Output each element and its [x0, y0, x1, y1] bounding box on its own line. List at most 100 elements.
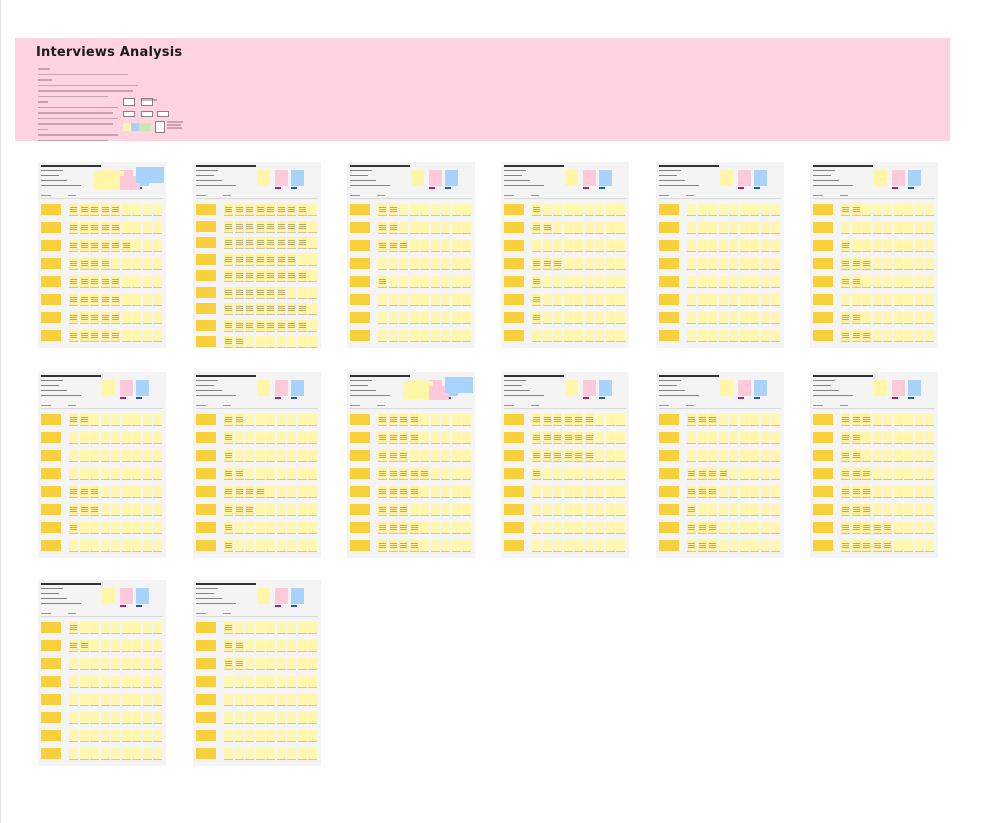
answer-sticky[interactable]: [287, 253, 296, 265]
answer-sticky[interactable]: [255, 640, 265, 651]
answer-sticky[interactable]: [687, 222, 696, 233]
interview-board[interactable]: [38, 162, 166, 348]
answer-sticky[interactable]: [532, 450, 541, 461]
question-sticky[interactable]: [196, 468, 216, 479]
answer-sticky[interactable]: [121, 730, 131, 741]
answer-sticky[interactable]: [308, 694, 317, 705]
answer-sticky[interactable]: [595, 222, 604, 233]
answer-sticky[interactable]: [542, 312, 552, 323]
answer-sticky[interactable]: [255, 730, 265, 741]
answer-sticky[interactable]: [718, 330, 728, 341]
answer-sticky[interactable]: [409, 522, 419, 533]
answer-sticky[interactable]: [893, 330, 903, 341]
answer-sticky[interactable]: [760, 504, 770, 515]
answer-sticky[interactable]: [760, 294, 770, 305]
question-sticky[interactable]: [504, 540, 524, 551]
answer-sticky[interactable]: [266, 486, 275, 497]
answer-sticky[interactable]: [925, 504, 934, 515]
answer-sticky[interactable]: [914, 294, 924, 305]
answer-sticky[interactable]: [563, 330, 573, 341]
answer-sticky[interactable]: [100, 522, 110, 533]
answer-sticky[interactable]: [441, 468, 450, 479]
answer-sticky[interactable]: [420, 522, 429, 533]
answer-sticky[interactable]: [388, 450, 398, 461]
answer-sticky[interactable]: [687, 486, 696, 497]
answer-sticky[interactable]: [430, 414, 440, 425]
answer-sticky[interactable]: [441, 312, 450, 323]
answer-sticky[interactable]: [79, 540, 89, 551]
answer-sticky[interactable]: [245, 319, 254, 331]
question-sticky[interactable]: [41, 522, 61, 533]
answer-sticky[interactable]: [308, 270, 317, 281]
answer-sticky[interactable]: [100, 676, 110, 687]
answer-sticky[interactable]: [914, 504, 924, 515]
answer-sticky[interactable]: [255, 676, 265, 687]
question-sticky[interactable]: [196, 220, 216, 232]
answer-sticky[interactable]: [90, 414, 99, 425]
answer-sticky[interactable]: [616, 276, 625, 287]
note-sticky[interactable]: [94, 171, 124, 189]
answer-sticky[interactable]: [872, 540, 882, 551]
answer-sticky[interactable]: [132, 676, 141, 687]
answer-sticky[interactable]: [771, 294, 780, 305]
question-sticky[interactable]: [350, 486, 370, 497]
question-sticky[interactable]: [504, 222, 524, 233]
answer-sticky[interactable]: [224, 640, 233, 651]
answer-sticky[interactable]: [841, 540, 850, 551]
answer-sticky[interactable]: [872, 522, 882, 533]
answer-sticky[interactable]: [121, 204, 131, 215]
answer-sticky[interactable]: [266, 658, 275, 669]
answer-sticky[interactable]: [420, 330, 429, 341]
answer-sticky[interactable]: [574, 432, 583, 443]
answer-sticky[interactable]: [69, 640, 78, 651]
answer-sticky[interactable]: [430, 522, 440, 533]
answer-sticky[interactable]: [69, 414, 78, 425]
answer-sticky[interactable]: [542, 504, 552, 515]
answer-sticky[interactable]: [542, 432, 552, 443]
answer-sticky[interactable]: [616, 486, 625, 497]
answer-sticky[interactable]: [297, 712, 307, 723]
answer-sticky[interactable]: [893, 414, 903, 425]
answer-sticky[interactable]: [542, 540, 552, 551]
answer-sticky[interactable]: [862, 504, 871, 515]
answer-sticky[interactable]: [563, 222, 573, 233]
answer-sticky[interactable]: [276, 220, 286, 232]
answer-sticky[interactable]: [111, 312, 120, 323]
answer-sticky[interactable]: [276, 622, 286, 633]
answer-sticky[interactable]: [276, 694, 286, 705]
answer-sticky[interactable]: [739, 312, 749, 323]
answer-sticky[interactable]: [245, 730, 254, 741]
answer-sticky[interactable]: [862, 204, 871, 215]
answer-sticky[interactable]: [574, 522, 583, 533]
answer-sticky[interactable]: [142, 240, 152, 251]
answer-sticky[interactable]: [605, 312, 615, 323]
answer-sticky[interactable]: [451, 486, 461, 497]
answer-sticky[interactable]: [153, 276, 162, 287]
answer-sticky[interactable]: [255, 253, 265, 265]
answer-sticky[interactable]: [287, 486, 296, 497]
answer-sticky[interactable]: [153, 222, 162, 233]
answer-sticky[interactable]: [542, 258, 552, 269]
answer-sticky[interactable]: [872, 222, 882, 233]
answer-sticky[interactable]: [234, 414, 244, 425]
answer-sticky[interactable]: [462, 486, 471, 497]
answer-sticky[interactable]: [388, 486, 398, 497]
answer-sticky[interactable]: [595, 330, 604, 341]
answer-sticky[interactable]: [153, 730, 162, 741]
answer-sticky[interactable]: [297, 622, 307, 633]
note-sticky[interactable]: [136, 167, 164, 183]
answer-sticky[interactable]: [430, 330, 440, 341]
answer-sticky[interactable]: [100, 730, 110, 741]
answer-sticky[interactable]: [399, 450, 408, 461]
answer-sticky[interactable]: [862, 240, 871, 251]
answer-sticky[interactable]: [553, 204, 562, 215]
answer-sticky[interactable]: [563, 432, 573, 443]
question-sticky[interactable]: [504, 240, 524, 251]
answer-sticky[interactable]: [121, 258, 131, 269]
question-sticky[interactable]: [196, 712, 216, 723]
answer-sticky[interactable]: [697, 276, 707, 287]
answer-sticky[interactable]: [276, 237, 286, 248]
answer-sticky[interactable]: [563, 468, 573, 479]
question-sticky[interactable]: [813, 204, 833, 215]
answer-sticky[interactable]: [925, 312, 934, 323]
